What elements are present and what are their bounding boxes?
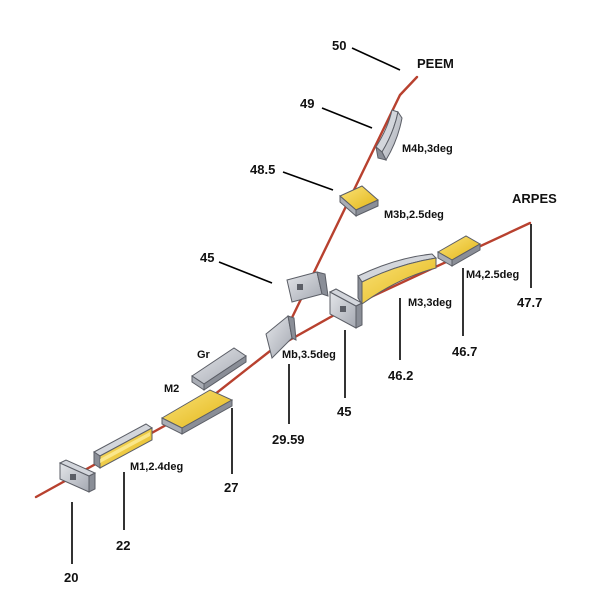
label-dist-47-7: 47.7: [517, 295, 542, 310]
leader-lines: [71, 47, 532, 564]
label-dist-45-lower: 45: [337, 404, 351, 419]
branch-mirror-lower: [328, 288, 364, 329]
label-gr: Gr: [197, 349, 211, 361]
m3-mirror: [357, 253, 438, 306]
m4-mirror: [436, 235, 482, 267]
label-dist-27: 27: [224, 480, 238, 495]
leader-49: [321, 107, 373, 129]
m3b-mirror: [339, 185, 379, 218]
label-dist-22: 22: [116, 538, 130, 553]
label-dist-20: 20: [64, 570, 78, 585]
label-m3b: M3b,2.5deg: [384, 209, 444, 221]
m2-mirror: [160, 389, 234, 435]
leader-48-5: [282, 171, 334, 191]
distance-labels: 20 22 27 29.59 45 46.2 46.7 47.7 45 48.5…: [64, 38, 542, 585]
label-arpes: ARPES: [512, 191, 557, 206]
label-dist-48-5: 48.5: [250, 162, 275, 177]
label-m4: M4,2.5deg: [466, 269, 519, 281]
component-labels: M1,2.4deg M2 Gr Mb,3.5deg M3,3deg M4,2.5…: [130, 143, 519, 473]
m4b-mirror: [375, 109, 403, 162]
m1-mirror: [93, 423, 153, 469]
entrance-mirror: [58, 459, 97, 493]
label-peem: PEEM: [417, 56, 454, 71]
branch-mirror-upper: [286, 271, 329, 303]
label-dist-49: 49: [300, 96, 314, 111]
label-dist-50: 50: [332, 38, 346, 53]
grating: [191, 347, 247, 391]
label-dist-29-59: 29.59: [272, 432, 305, 447]
label-m1: M1,2.4deg: [130, 461, 183, 473]
label-dist-46-2: 46.2: [388, 368, 413, 383]
label-m3: M3,3deg: [408, 297, 452, 309]
label-m4b: M4b,3deg: [402, 143, 453, 155]
label-m2: M2: [164, 383, 179, 395]
label-dist-46-7: 46.7: [452, 344, 477, 359]
leader-45-upper: [218, 261, 273, 284]
leader-50: [351, 47, 401, 71]
label-dist-45-upper: 45: [200, 250, 214, 265]
endpoint-labels: PEEM ARPES: [417, 56, 557, 206]
beam-peem-branch: [284, 75, 419, 332]
label-mb: Mb,3.5deg: [282, 349, 336, 361]
mb-mirror: [265, 315, 297, 359]
